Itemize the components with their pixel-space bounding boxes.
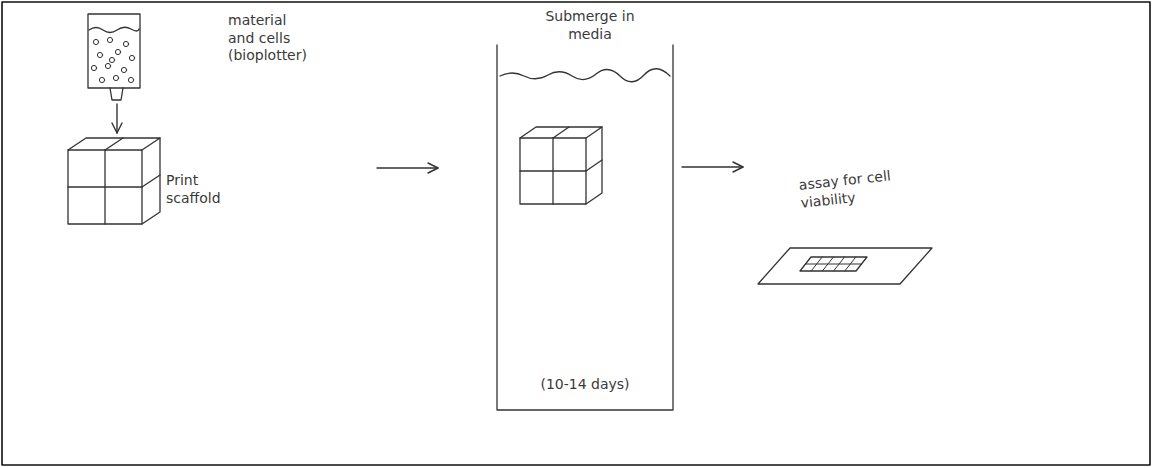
cell-dot (113, 75, 118, 80)
node-label: Print scaffold (166, 172, 232, 207)
text-holder: Submerge in media (540, 8, 640, 43)
cell-dot (107, 37, 112, 42)
cube-edge (142, 175, 160, 187)
cell-dot (123, 41, 128, 46)
cube-edge (68, 186, 142, 187)
text-holder: (10-14 days) (530, 376, 640, 394)
flow-arrow (377, 167, 438, 168)
node-label: material and cells (bioplotter) (228, 12, 314, 65)
bioplotter-drawing (88, 14, 140, 100)
cube-edge (586, 127, 602, 204)
cell-dot (115, 49, 120, 54)
cell-dot (99, 77, 104, 82)
flow-arrow (116, 104, 117, 133)
cell-dot (129, 55, 134, 60)
cube-edge (142, 138, 160, 224)
node-label: Submerge in media (540, 8, 640, 43)
diagram-node: Submerge in media (10-14 days) (440, 5, 680, 415)
flow-arrow (682, 166, 743, 167)
well-line (806, 264, 862, 265)
text-holder: Print scaffold (166, 172, 232, 207)
scaffold-cube (520, 127, 602, 204)
node-label: (10-14 days) (530, 376, 640, 394)
cell-dot (97, 52, 102, 57)
cell-dot (91, 65, 96, 70)
cube-edge (586, 160, 602, 171)
cube-edge (68, 138, 160, 150)
text-holder: material and cells (bioplotter) (228, 12, 314, 65)
diagram-node: Print scaffold (62, 135, 375, 230)
cube-edge (520, 127, 602, 138)
assay-plate (758, 248, 932, 284)
cube-edge (520, 170, 586, 171)
cube-edge (520, 138, 586, 204)
text-holder: assay for cell viability (798, 164, 923, 212)
cube-edge (105, 138, 123, 150)
cube-edge (68, 150, 142, 224)
cell-dot (128, 77, 133, 82)
diagram-node: assay for cell viability (745, 160, 940, 290)
cell-dot (121, 67, 126, 72)
cube-edge (553, 127, 569, 138)
node-label: assay for cell viability (798, 164, 923, 212)
cell-dot (93, 39, 98, 44)
scaffold-cube (68, 138, 160, 224)
media-beaker (497, 45, 673, 410)
cell-dot (105, 63, 110, 68)
diagram-node: material and cells (bioplotter) (82, 12, 318, 102)
cell-dot (109, 57, 114, 62)
